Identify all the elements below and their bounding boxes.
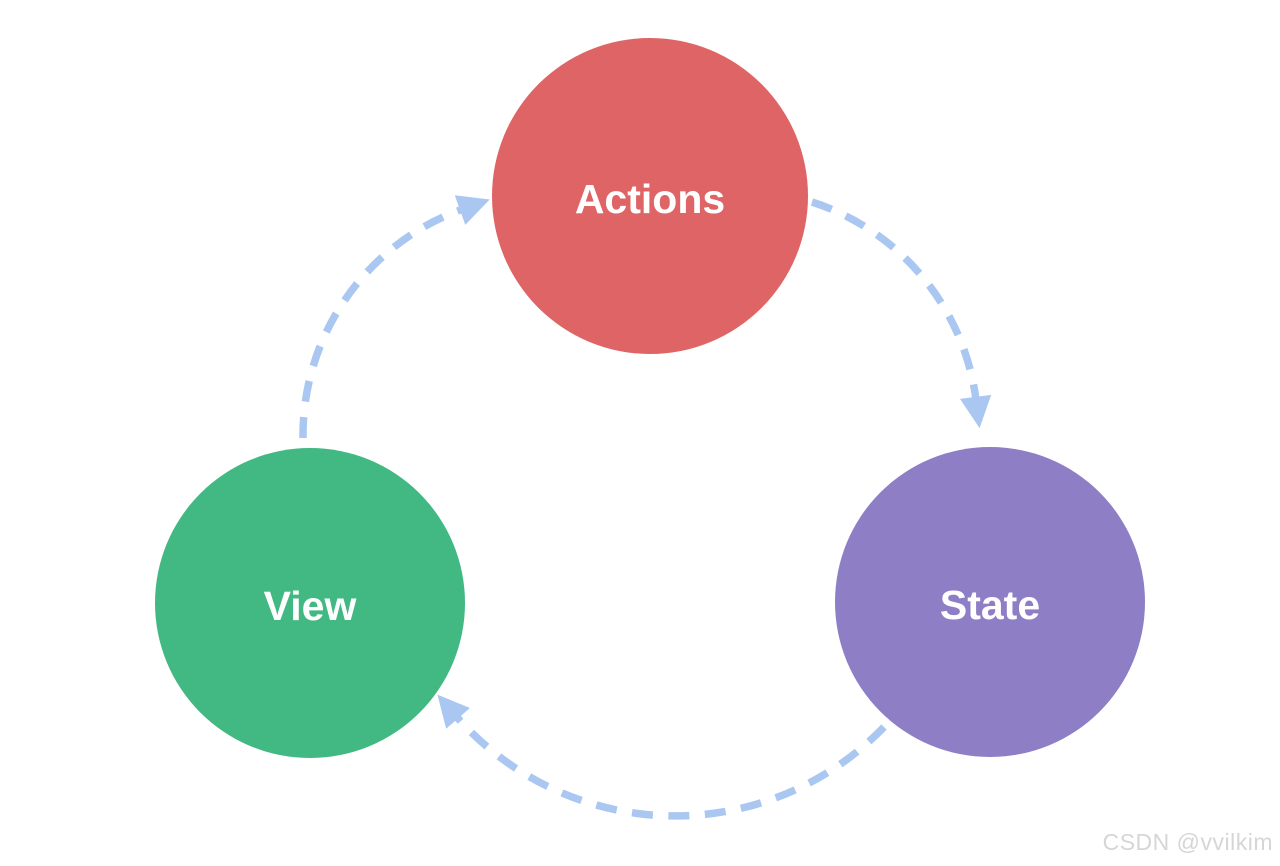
state-circle bbox=[835, 447, 1145, 757]
edge-view-to-actions bbox=[299, 195, 490, 439]
view-circle bbox=[155, 448, 465, 758]
actions-label: Actions bbox=[575, 176, 725, 222]
state-label: State bbox=[940, 582, 1040, 628]
view-label: View bbox=[264, 583, 357, 629]
watermark-text: CSDN @vvilkim bbox=[1103, 829, 1273, 855]
node-state: State bbox=[835, 447, 1145, 757]
edge-state-to-view bbox=[437, 694, 887, 820]
node-actions: Actions bbox=[492, 38, 808, 354]
node-view: View bbox=[155, 448, 465, 758]
edge-actions-to-state bbox=[810, 198, 992, 429]
actions-circle bbox=[492, 38, 808, 354]
